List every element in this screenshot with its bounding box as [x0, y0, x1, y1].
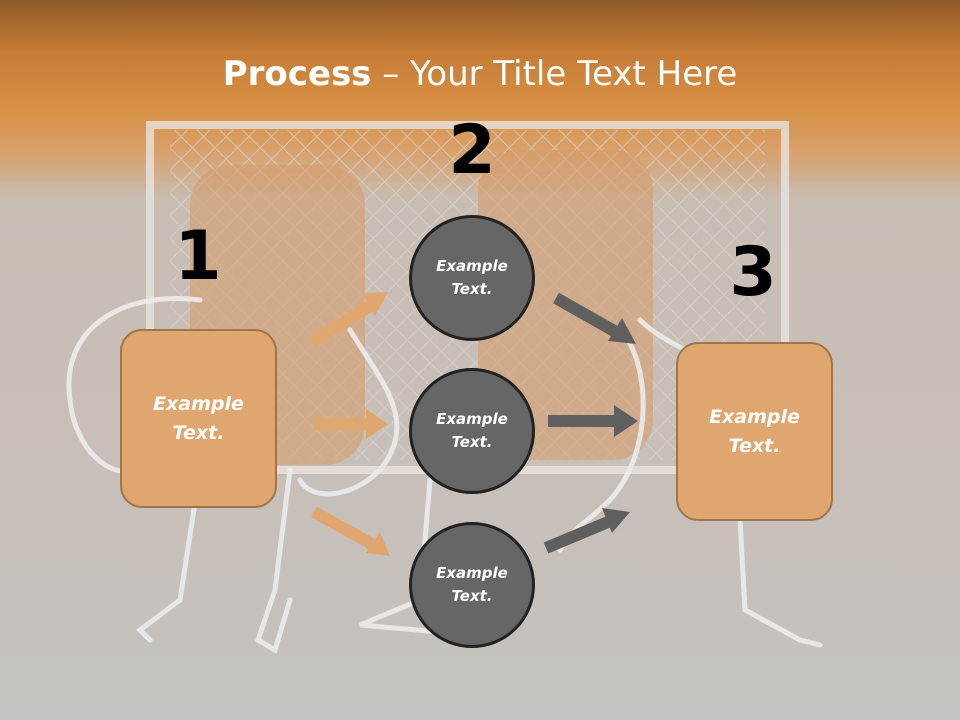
arrow-gray-mid-head — [614, 405, 638, 437]
circle-bottom-text: Example Text. — [436, 564, 508, 605]
circle-top[interactable]: Example Text. — [409, 215, 535, 341]
arrow-gray-up-head — [602, 508, 630, 533]
arrow-gray-down — [553, 292, 619, 338]
arrow-orange-up — [308, 300, 374, 348]
arrow-orange-down-head — [366, 532, 390, 556]
circle-bottom[interactable]: Example Text. — [409, 522, 535, 648]
title-bold: Process — [222, 54, 372, 94]
orange-arrows — [308, 292, 390, 556]
arrow-orange-up-head — [362, 292, 388, 316]
left-box-text: Example Text. — [153, 392, 244, 444]
gray-arrows — [543, 292, 638, 554]
step-number-2: 2 — [448, 111, 496, 190]
circle-middle[interactable]: Example Text. — [409, 368, 535, 494]
arrow-orange-down — [311, 506, 375, 550]
arrow-gray-down-head — [608, 318, 636, 344]
right-text-box[interactable]: Example Text. — [676, 342, 833, 521]
left-text-box[interactable]: Example Text. — [120, 329, 277, 508]
arrow-gray-up — [543, 516, 611, 554]
circle-top-text: Example Text. — [436, 257, 508, 298]
right-box-text: Example Text. — [709, 405, 800, 457]
slide-title: Process – Your Title Text Here — [0, 52, 960, 96]
title-rest: – Your Title Text Here — [371, 54, 738, 94]
step-number-1: 1 — [174, 217, 222, 296]
step-number-3: 3 — [729, 233, 777, 312]
circle-middle-text: Example Text. — [436, 410, 508, 451]
arrow-orange-mid-head — [366, 409, 388, 439]
